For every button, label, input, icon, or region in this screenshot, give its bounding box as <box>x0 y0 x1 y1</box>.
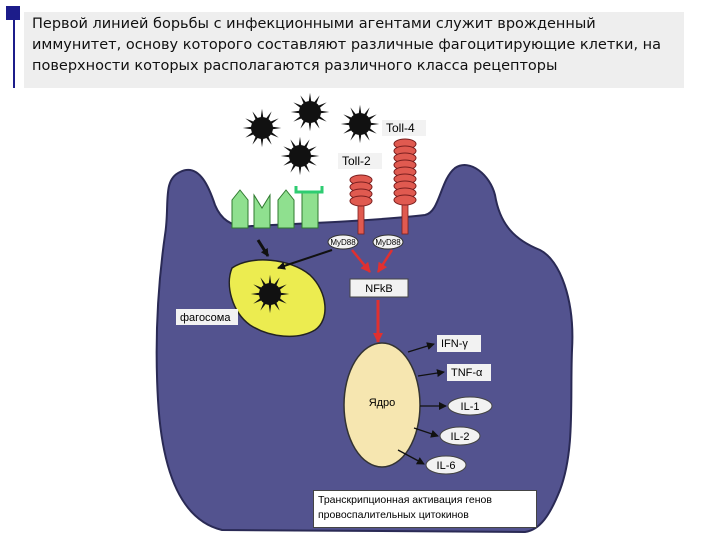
nfkb-box <box>349 278 409 298</box>
nfkb-label: NFkB <box>365 283 393 295</box>
il2-label: IL-2 <box>451 431 470 443</box>
nucleus <box>343 342 421 468</box>
receptor-domain <box>349 195 373 207</box>
tnf-box <box>447 364 491 381</box>
myd88-right-label: MyD88 <box>375 238 401 247</box>
phagocyte-cell <box>155 164 574 534</box>
surface-receptors <box>231 189 319 229</box>
phagosome-label: фагосома <box>180 312 231 324</box>
toll-4-label: Toll-4 <box>386 121 415 135</box>
arrow-to-il2 <box>413 427 439 438</box>
arrow-to-il6 <box>397 449 425 465</box>
arrow-to-ifn <box>407 342 435 353</box>
receptor-stem <box>357 204 365 235</box>
il6-oval <box>425 455 467 475</box>
pathogen <box>250 274 290 314</box>
arrow-myd88-to-phagosome <box>277 249 333 270</box>
toll-2-receptor <box>349 174 373 235</box>
nucleus-label: Ядро <box>369 397 396 409</box>
receptor-stem <box>401 203 409 235</box>
pathogen <box>340 104 380 144</box>
header-text: Первой линией борьбы с инфекционными аге… <box>24 12 684 88</box>
receptor-cup-bracket <box>294 186 324 194</box>
ifn-label: IFN-γ <box>441 338 468 350</box>
myd88-right-node <box>372 234 404 250</box>
arrow-receptor-to-phagosome <box>256 239 270 257</box>
caption-box: Транскрипционная активация генов провосп… <box>313 490 537 528</box>
slide-accent-line <box>13 20 15 88</box>
myd88-left-label: MyD88 <box>330 238 356 247</box>
slide-bullet-square <box>6 6 20 20</box>
ifn-box <box>437 335 481 352</box>
toll-4-receptor <box>393 138 417 235</box>
myd88-left-node <box>327 234 359 250</box>
pathogens <box>242 92 380 176</box>
surface-receptor <box>277 189 295 229</box>
toll-4-label-box <box>382 120 426 136</box>
pathogen <box>290 92 330 132</box>
il1-oval <box>447 396 493 416</box>
surface-receptor <box>253 193 271 229</box>
il6-label: IL-6 <box>437 460 456 472</box>
pathogen <box>242 108 282 148</box>
il2-oval <box>439 426 481 446</box>
arrow-to-tnf <box>417 369 445 378</box>
toll-2-label-box <box>338 153 382 169</box>
tnf-label: TNF-α <box>451 367 483 379</box>
toll-2-label: Toll-2 <box>342 154 371 168</box>
surface-receptor <box>231 189 249 229</box>
il1-label: IL-1 <box>461 401 480 413</box>
phagosome-label-box <box>176 309 238 325</box>
surface-receptor <box>301 191 319 229</box>
pathogen <box>280 136 320 176</box>
arrow-myd88-right-to-nfkb <box>376 249 394 273</box>
engulfed-pathogen <box>250 274 290 314</box>
receptor-domain <box>393 194 417 206</box>
arrow-myd88-left-to-nfkb <box>351 249 371 273</box>
